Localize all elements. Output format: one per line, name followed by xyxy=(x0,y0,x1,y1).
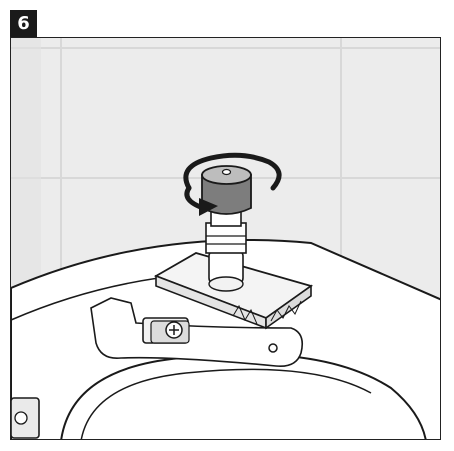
fixing-stud xyxy=(205,209,247,292)
rotate-clockwise-icon xyxy=(183,152,282,216)
step-number-badge: 6 xyxy=(10,10,37,37)
illustration-frame xyxy=(10,37,441,440)
turning-cap xyxy=(201,165,252,215)
hinge-bracket-left xyxy=(11,397,40,439)
hinge-bracket xyxy=(142,317,190,344)
toilet-body xyxy=(11,239,440,439)
step-number: 6 xyxy=(17,13,30,34)
installation-illustration xyxy=(11,38,440,439)
